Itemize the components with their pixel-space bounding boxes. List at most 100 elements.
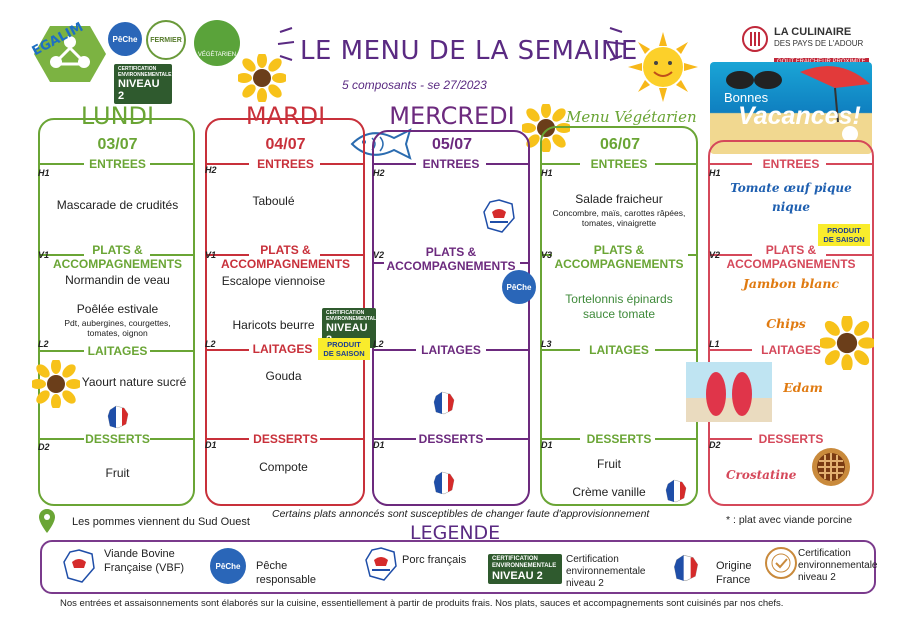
- legend-cert-line3: niveau 2: [566, 578, 604, 589]
- divider: [38, 163, 84, 165]
- dish-jeudi-plat: Tortelonnis épinards: [565, 292, 673, 306]
- divider: [655, 438, 698, 440]
- legend-cert2-line2: environnementale: [798, 560, 878, 571]
- section-plats: PLATS &: [593, 243, 645, 257]
- code-mardi-laitage: L2: [205, 339, 216, 349]
- page-title: LE MENU DE LA SEMAINE: [300, 36, 638, 66]
- origine-france-icon: [433, 471, 455, 495]
- section-laitages: LAITAGES: [87, 344, 148, 358]
- subtitle: 5 composants - se 27/2023: [342, 78, 487, 92]
- peche-icon: PêChe: [502, 270, 536, 304]
- divider: [150, 163, 195, 165]
- divider: [540, 349, 580, 351]
- divider: [540, 254, 552, 256]
- legend-vbf-line2: Française (VBF): [104, 562, 185, 574]
- section-entrees: ENTREES: [422, 157, 480, 171]
- legend-title: LEGENDE: [410, 522, 501, 544]
- section-entrees: ENTREES: [762, 157, 820, 171]
- location-pin-icon: [39, 509, 55, 533]
- code-mercredi-plat: V2: [373, 250, 385, 260]
- section-plats: PLATS &: [425, 245, 477, 259]
- legend-peche-line2: responsable: [256, 574, 316, 586]
- divider: [38, 438, 84, 440]
- divider: [38, 350, 84, 352]
- divider: [205, 349, 249, 351]
- vacances-big-text: Vacances!: [738, 102, 861, 130]
- code-mercredi-laitage: L2: [373, 339, 384, 349]
- section-accompagnements: ACCOMPAGNEMENTS: [554, 257, 684, 271]
- legend-origine-france-icon: [674, 554, 698, 582]
- code-vendredi-entree: H1: [709, 168, 721, 178]
- column-lundi: [38, 118, 195, 506]
- section-plats: PLATS &: [765, 243, 817, 257]
- section-plats: PLATS &: [92, 243, 143, 257]
- legend-cert-line1: Certification: [566, 554, 619, 565]
- crostatine-image: [812, 448, 850, 486]
- divider: [372, 438, 416, 440]
- fermier-logo: FERMIER: [146, 20, 186, 60]
- code-mardi-entree: H2: [205, 165, 217, 175]
- divider: [708, 349, 752, 351]
- section-entrees: ENTREES: [89, 157, 146, 171]
- legend-cert-line2: environnementale: [566, 566, 646, 577]
- column-jeudi: [540, 126, 698, 506]
- legend-vbf-line1: Viande Bovine: [104, 548, 175, 560]
- dish-jeudi-detail: tomates, vinaigrette: [581, 218, 657, 228]
- divider: [708, 254, 752, 256]
- origine-france-icon: [665, 479, 687, 503]
- vacances-small-text: Bonnes: [724, 90, 769, 105]
- section-desserts: DESSERTS: [85, 432, 150, 446]
- section-accompagnements: ACCOMPAGNEMENTS: [386, 259, 516, 273]
- sunflower-icon: [238, 54, 286, 102]
- column-vendredi: [708, 140, 874, 506]
- code-jeudi-laitage: L3: [541, 339, 552, 349]
- code-mardi-dessert: D1: [205, 440, 217, 450]
- divider: [205, 438, 249, 440]
- note-porcine: * : plat avec viande porcine: [726, 514, 853, 526]
- divider: [150, 254, 195, 256]
- legend-cert2-line3: niveau 2: [798, 572, 836, 583]
- dish-vendredi-entree: Tomate œuf pique: [730, 181, 852, 195]
- sunflower-icon: [32, 360, 80, 408]
- section-entrees: ENTREES: [590, 157, 648, 171]
- bonnes-vacances-banner: Bonnes Vacances!: [710, 62, 872, 154]
- dish-lundi-laitage: Yaourt nature sucré: [81, 375, 187, 389]
- dish-lundi-entree: Mascarade de crudités: [56, 198, 179, 212]
- section-accompagnements: ACCOMPAGNEMENTS: [726, 257, 856, 271]
- divider: [150, 438, 195, 440]
- legend-origine-line1: Origine: [716, 560, 752, 572]
- divider: [372, 262, 384, 264]
- note-changes: Certains plats annoncés sont susceptible…: [272, 508, 650, 520]
- sun-icon: [628, 32, 698, 102]
- code-jeudi-dessert: D1: [541, 440, 553, 450]
- divider: [540, 163, 580, 165]
- day-name-lundi: LUNDI: [80, 102, 155, 130]
- dish-vendredi-laitage: Edam: [783, 380, 823, 395]
- footer-text: Nos entrées et assaisonnements sont élab…: [60, 598, 784, 609]
- code-jeudi-entree: H1: [541, 168, 553, 178]
- section-accompagnements: ACCOMPAGNEMENTS: [220, 257, 351, 271]
- dish-lundi-detail: Pdt, aubergines, courgettes,: [64, 318, 171, 328]
- legend-cert2-line1: Certification: [798, 548, 851, 559]
- dish-jeudi-sauce: sauce tomate: [582, 307, 656, 321]
- date-lundi: 03/07: [97, 136, 138, 153]
- divider: [826, 254, 874, 256]
- legend-certification-badge: CERTIFICATION ENVIRONNEMENTALE NIVEAU 2: [488, 554, 562, 584]
- divider: [150, 350, 195, 352]
- peche-logo: PêChe: [108, 22, 142, 56]
- culinaire-icon: [742, 26, 768, 52]
- legend-porc: Porc français: [402, 554, 467, 566]
- code-mercredi-dessert: D1: [373, 440, 385, 450]
- divider: [205, 163, 249, 165]
- dish-mardi-entree: Taboulé: [252, 194, 295, 208]
- legend-origine-line2: France: [716, 574, 751, 586]
- code-lundi-dessert: D2: [38, 442, 50, 452]
- porc-francais-icon: [483, 199, 515, 233]
- divider: [708, 438, 752, 440]
- section-laitages: LAITAGES: [761, 343, 821, 357]
- divider: [655, 349, 698, 351]
- divider: [205, 254, 249, 256]
- column-mercredi: [372, 130, 530, 506]
- dish-lundi-accompagnement: Poêlée estivale: [76, 302, 159, 316]
